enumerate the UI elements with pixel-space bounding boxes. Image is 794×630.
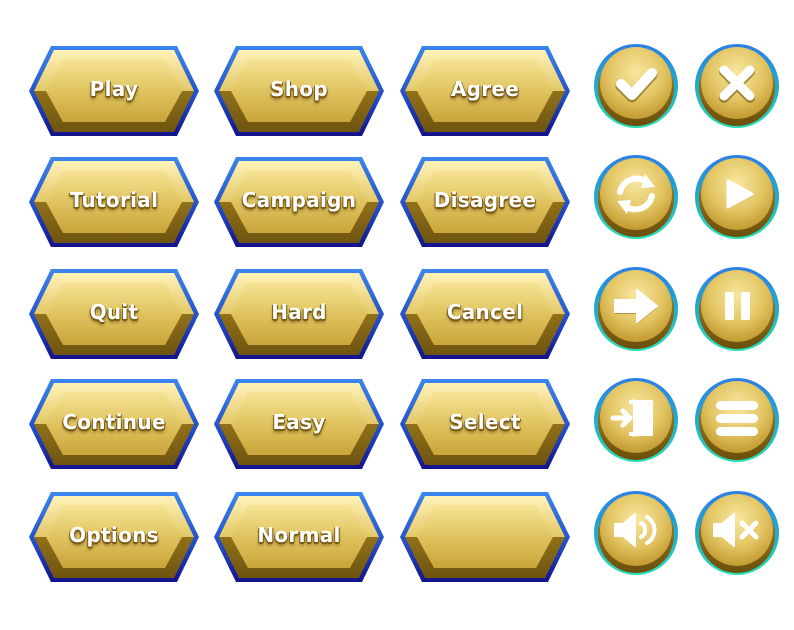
easy-button[interactable]: Easy [214,379,384,469]
hex-frame [214,157,384,247]
shop-label: Shop [270,77,328,101]
hex-frame [400,157,570,247]
check-icon [594,44,678,128]
play-button[interactable]: Play [29,46,199,136]
play-round-button[interactable] [694,154,780,240]
disagree-label: Disagree [433,188,537,212]
hex-frame [29,157,199,247]
quit-button[interactable]: Quit [29,269,199,359]
sound-mute-round-button[interactable] [694,490,780,576]
campaign-button[interactable]: Campaign [214,157,384,247]
hex-frame [29,269,199,359]
tutorial-label: Tutorial [69,188,159,212]
continue-label: Continue [62,410,166,434]
pause-round-button[interactable] [694,266,780,352]
tutorial-button[interactable]: Tutorial [29,157,199,247]
play-icon [695,155,779,239]
hex-frame [214,492,384,582]
options-label: Options [69,523,159,547]
sound-mute-icon [695,491,779,575]
hex-frame [29,492,199,582]
continue-button[interactable]: Continue [29,379,199,469]
agree-button[interactable]: Agree [400,46,570,136]
close-icon [695,44,779,128]
next-round-button[interactable] [593,266,679,352]
hex-frame [400,269,570,359]
hex-frame [214,46,384,136]
play-label: Play [89,77,139,101]
refresh-icon [594,155,678,239]
hex-frame [400,46,570,136]
sound-on-icon [594,491,678,575]
hex-frame [29,46,199,136]
easy-label: Easy [272,410,326,434]
cancel-button[interactable]: Cancel [400,269,570,359]
shop-button[interactable]: Shop [214,46,384,136]
confirm-round-button[interactable] [593,43,679,129]
hex-frame [214,379,384,469]
blank-button[interactable] [400,492,570,582]
cancel-label: Cancel [446,300,524,324]
select-button[interactable]: Select [400,379,570,469]
exit-round-button[interactable] [593,377,679,463]
hex-frame [400,379,570,469]
normal-label: Normal [257,523,341,547]
normal-button[interactable]: Normal [214,492,384,582]
select-label: Select [449,410,521,434]
sound-on-round-button[interactable] [593,490,679,576]
refresh-round-button[interactable] [593,154,679,240]
hard-label: Hard [271,300,327,324]
hex-frame [29,379,199,469]
menu-icon [695,378,779,462]
disagree-button[interactable]: Disagree [400,157,570,247]
quit-label: Quit [89,300,139,324]
hex-frame [214,269,384,359]
hex-frame [400,492,570,582]
agree-label: Agree [450,77,520,101]
pause-icon [695,267,779,351]
exit-door-icon [594,378,678,462]
hard-button[interactable]: Hard [214,269,384,359]
options-button[interactable]: Options [29,492,199,582]
menu-round-button[interactable] [694,377,780,463]
campaign-label: Campaign [241,188,357,212]
close-round-button[interactable] [694,43,780,129]
arrow-right-icon [594,267,678,351]
